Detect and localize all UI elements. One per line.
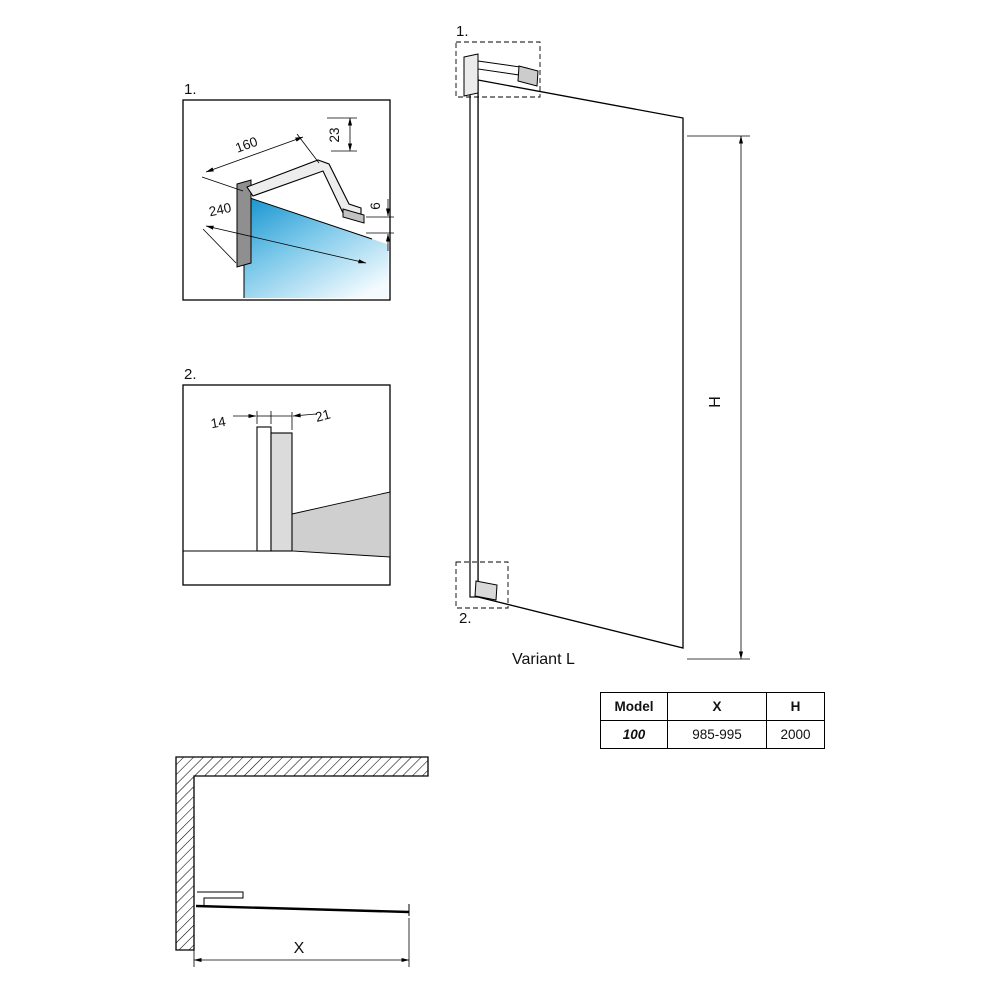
top-bracket	[463, 53, 539, 97]
table-header-row: Model X H	[600, 692, 825, 721]
dimension-line	[205, 136, 304, 173]
bracket-wall-plate	[463, 53, 479, 97]
dimension-arrow	[292, 413, 317, 418]
dim-240: 240	[202, 200, 367, 264]
dim-6-value: 6	[368, 202, 383, 210]
variant-caption: Variant L	[512, 651, 575, 668]
dim-H: H	[687, 135, 750, 660]
bracket-plan	[197, 891, 244, 906]
dim-14: 14	[210, 411, 272, 431]
wall-profile-section	[236, 179, 252, 268]
detail-1-label: 1.	[184, 81, 197, 98]
dim-160: 160	[201, 133, 320, 192]
dim-H-value: H	[707, 396, 724, 408]
detail-1-callout-box	[455, 41, 541, 98]
dimension-line	[205, 225, 367, 264]
bracket-clamp	[517, 65, 539, 87]
bottom-profile-section	[270, 432, 293, 552]
main-elevation-view: 1. 2. H Variant L	[455, 23, 750, 668]
table-header-model: Model	[600, 692, 668, 721]
dim-23-value: 23	[327, 127, 342, 142]
model-dimensions-table: Model X H 100 985-995 2000	[600, 692, 825, 749]
table-header-h: H	[766, 692, 825, 721]
extension-line	[201, 176, 244, 192]
dim-160-value: 160	[233, 134, 259, 156]
dim-23: 23	[327, 117, 357, 152]
dim-21-value: 21	[314, 406, 332, 424]
glass-edge-section	[256, 426, 272, 552]
glass-panel	[477, 79, 684, 649]
dim-240-value: 240	[207, 200, 232, 219]
dim-21: 21	[271, 406, 332, 430]
dim-6: 6	[366, 199, 394, 251]
plan-view: X	[175, 756, 429, 967]
table-header-x: X	[667, 692, 767, 721]
dim-X-value: X	[294, 940, 305, 957]
spec-table: Model X H 100 985-995 2000	[600, 692, 825, 749]
detail-2-callout-label: 2.	[459, 610, 472, 627]
table-cell-h: 2000	[766, 720, 825, 749]
detail-1-view: 1. 160 23 6	[182, 81, 394, 301]
wall-plan-hatched	[175, 756, 429, 951]
detail-1-callout-label: 1.	[456, 23, 469, 40]
table-row: 100 985-995 2000	[600, 720, 825, 749]
dim-14-value: 14	[210, 414, 228, 431]
bottom-foot-profile	[474, 580, 498, 601]
support-bracket-arm	[246, 159, 362, 218]
detail-2-view: 2. 14 21	[182, 366, 391, 586]
detail-2-label: 2.	[184, 366, 197, 383]
wall-profile	[469, 75, 479, 598]
table-cell-x: 985-995	[667, 720, 767, 749]
bottom-bracket	[474, 580, 498, 601]
glass-clamp	[342, 208, 365, 224]
detail-2-callout-box	[455, 561, 509, 609]
glass-panel-plan	[195, 904, 410, 914]
table-cell-model: 100	[600, 720, 668, 749]
dim-X: X	[193, 918, 410, 967]
